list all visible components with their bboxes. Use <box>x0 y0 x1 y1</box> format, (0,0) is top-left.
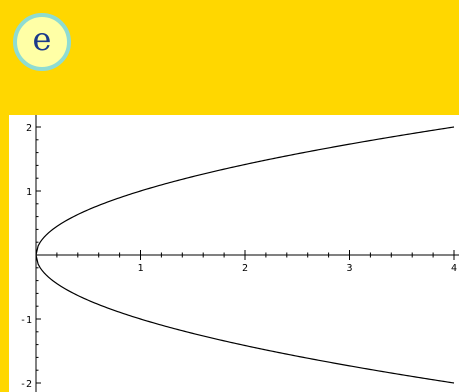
badge-letter: e <box>32 20 52 58</box>
x-tick-label: 1 <box>138 263 144 274</box>
section-letter-badge: e <box>13 13 71 71</box>
y-tick-label: -1 <box>20 315 32 326</box>
y-tick-label: 2 <box>26 123 32 134</box>
upper-branch-curve <box>35 126 455 256</box>
x-tick-label: 2 <box>242 263 248 274</box>
x-tick-label: 3 <box>347 263 353 274</box>
lower-branch-curve <box>35 254 455 384</box>
plot-panel: 1 2 3 4 2 1 -1 -2 <box>9 115 459 392</box>
x-tick-label: 4 <box>451 263 457 274</box>
y-tick-label: 1 <box>26 187 32 198</box>
parabola-plot: 1 2 3 4 2 1 -1 -2 <box>20 115 459 392</box>
y-tick-label: -2 <box>20 379 32 390</box>
